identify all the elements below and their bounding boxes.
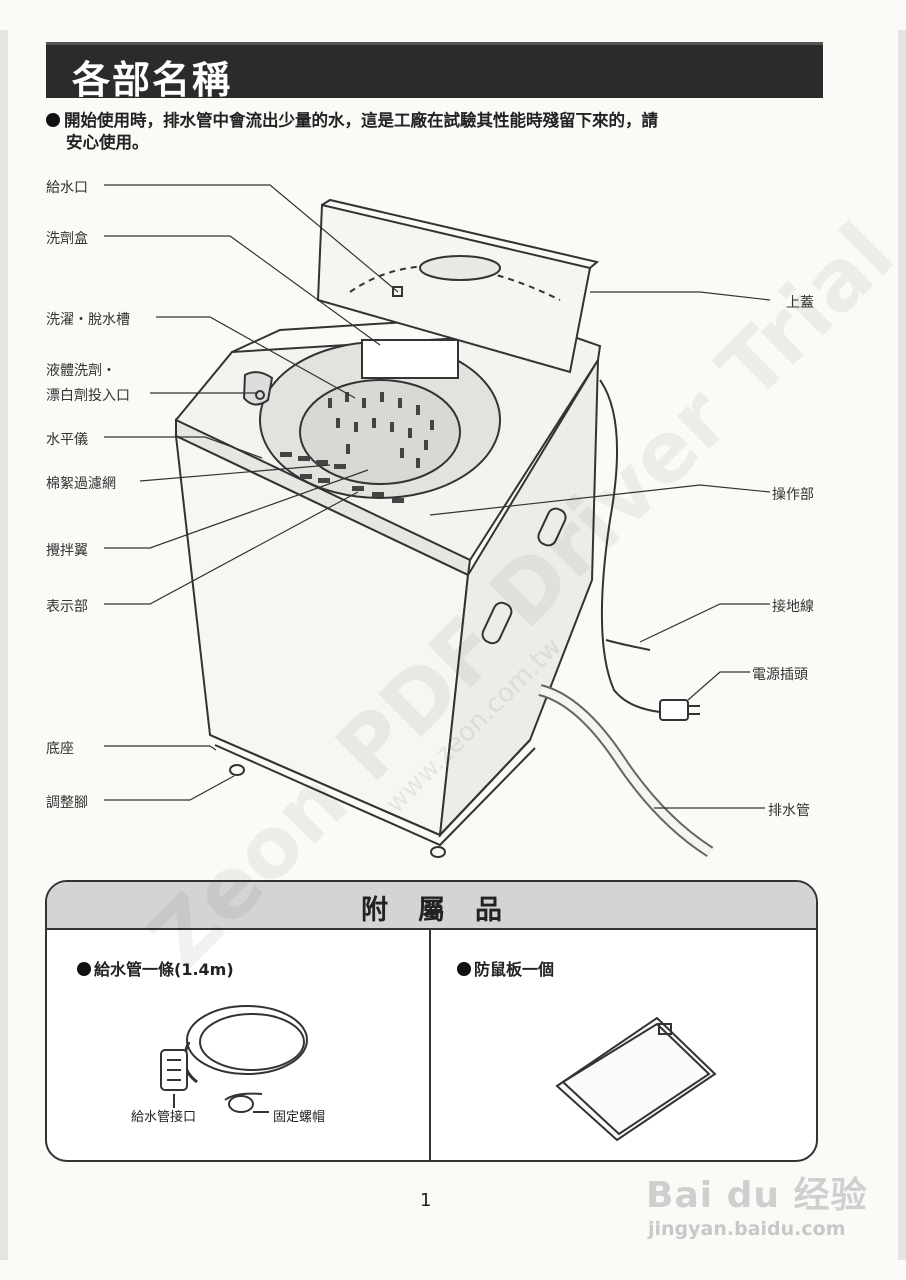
- baidu-watermark-logo: Bai du 经验: [646, 1175, 868, 1216]
- accessories-illustrations: [160, 1005, 717, 1142]
- page-number: 1: [420, 1190, 432, 1211]
- label-detergent-box: 洗劑盒: [46, 231, 88, 247]
- label-water-inlet: 給水口: [46, 180, 88, 196]
- accessories-header: 附屬品: [47, 882, 816, 930]
- label-wash-tub: 洗濯・脫水槽: [46, 312, 130, 328]
- label-base: 底座: [46, 741, 74, 757]
- accessory-water-hose-label: 給水管一條(1.4m): [94, 960, 234, 979]
- usage-note: 開始使用時，排水管中會流出少量的水，這是工廠在試驗其性能時殘留下來的，請 安心使…: [46, 110, 816, 154]
- accessory-water-hose: 給水管一條(1.4m): [77, 956, 234, 980]
- fixing-nut-label: 固定螺帽: [273, 1110, 326, 1125]
- section-title-bar: 各部名稱: [46, 42, 823, 102]
- label-top-lid: 上蓋: [786, 295, 814, 311]
- note-line-2: 安心使用。: [66, 133, 149, 152]
- label-adjust-foot: 調整腳: [46, 795, 88, 811]
- note-line-1: 開始使用時，排水管中會流出少量的水，這是工廠在試驗其性能時殘留下來的，請: [64, 111, 658, 130]
- accessory-rat-guard-label: 防鼠板一個: [474, 960, 555, 979]
- hose-connector-label: 給水管接口: [131, 1110, 197, 1125]
- label-pulsator: 攪拌翼: [46, 543, 88, 559]
- left-page-edge: [0, 30, 8, 1260]
- bullet-icon: [457, 962, 471, 976]
- page-title: 各部名稱: [72, 58, 233, 102]
- accessories-panel: 附屬品 給水管一條(1.4m) 防鼠板一個: [45, 880, 818, 1162]
- right-page-edge: [898, 30, 906, 1260]
- baidu-watermark-url: jingyan.baidu.com: [648, 1218, 846, 1240]
- leader-lines: [104, 184, 771, 809]
- label-liquid-detergent: 液體洗劑・: [46, 363, 116, 379]
- bullet-icon: [46, 113, 60, 127]
- label-level-gauge: 水平儀: [46, 432, 88, 448]
- label-ground-wire: 接地線: [772, 599, 814, 615]
- label-display: 表示部: [46, 599, 88, 615]
- label-bleach-inlet: 漂白劑投入口: [46, 388, 130, 404]
- rat-guard-plate-icon: [555, 1016, 717, 1142]
- label-power-plug: 電源插頭: [752, 667, 808, 683]
- washing-machine-diagram: [104, 184, 771, 858]
- bullet-icon: [77, 962, 91, 976]
- fixing-nut-icon: [228, 1095, 254, 1113]
- label-lint-filter: 棉絮過濾網: [46, 476, 116, 492]
- accessories-divider: [429, 928, 431, 1160]
- hose-coil-icon: [186, 1005, 308, 1075]
- label-drain-hose: 排水管: [768, 803, 810, 819]
- accessory-rat-guard: 防鼠板一個: [457, 956, 554, 980]
- accessories-title: 附屬品: [361, 895, 532, 926]
- tub-holes: [280, 392, 434, 503]
- label-control-panel: 操作部: [772, 487, 814, 503]
